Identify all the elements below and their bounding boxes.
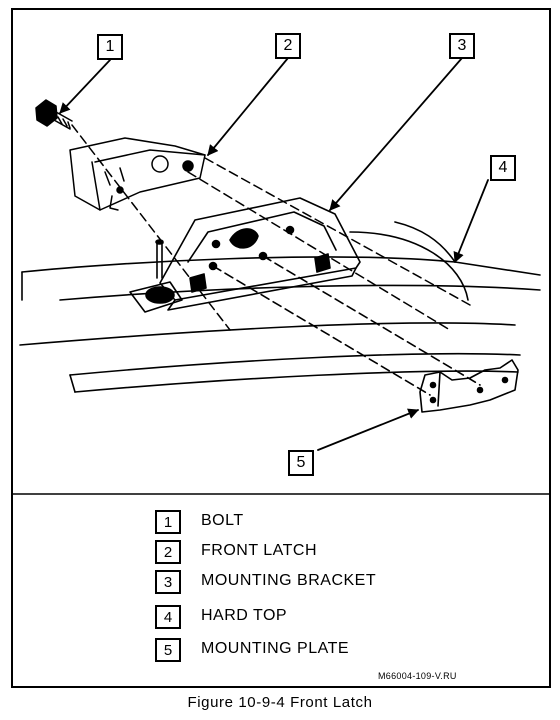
bolt-part [35, 99, 231, 331]
figure-caption: Figure 10-9-4 Front Latch [187, 694, 373, 711]
figure-frame [11, 8, 551, 688]
front-latch-part [69, 137, 471, 331]
legend-number: 2 [155, 540, 181, 564]
callout-1-bolt: 1 [97, 34, 123, 60]
legend-number: 1 [155, 510, 181, 534]
striker-pin [129, 239, 183, 313]
legend-label: MOUNTING BRACKET [201, 572, 377, 589]
legend-number: 5 [155, 638, 181, 662]
legend-label: FRONT LATCH [201, 542, 318, 559]
legend-label: MOUNTING PLATE [201, 640, 350, 657]
callout-2-front-latch: 2 [275, 33, 301, 59]
legend-number: 4 [155, 605, 181, 629]
callout-5-mounting-plate: 5 [288, 450, 314, 476]
leader-lines [59, 57, 489, 451]
legend-item-front-latch: 2 FRONT LATCH [155, 540, 455, 568]
hard-top-panel [19, 221, 541, 393]
mounting-plate-part [419, 359, 519, 413]
legend-item-hard-top: 4 HARD TOP [155, 605, 455, 633]
front-latch-exploded-drawing [11, 57, 551, 495]
callout-3-mounting-bracket: 3 [449, 33, 475, 59]
mounting-bracket-part [159, 197, 481, 396]
legend-number: 3 [155, 570, 181, 594]
legend-label: HARD TOP [201, 607, 288, 624]
legend-label: BOLT [201, 512, 244, 529]
legend-item-mounting-bracket: 3 MOUNTING BRACKET [155, 570, 455, 598]
legend-item-mounting-plate: 5 MOUNTING PLATE [155, 638, 455, 666]
reference-code: M66004-109-V.RU [378, 671, 457, 681]
legend-item-bolt: 1 BOLT [155, 510, 455, 538]
callout-4-hard-top: 4 [490, 155, 516, 181]
